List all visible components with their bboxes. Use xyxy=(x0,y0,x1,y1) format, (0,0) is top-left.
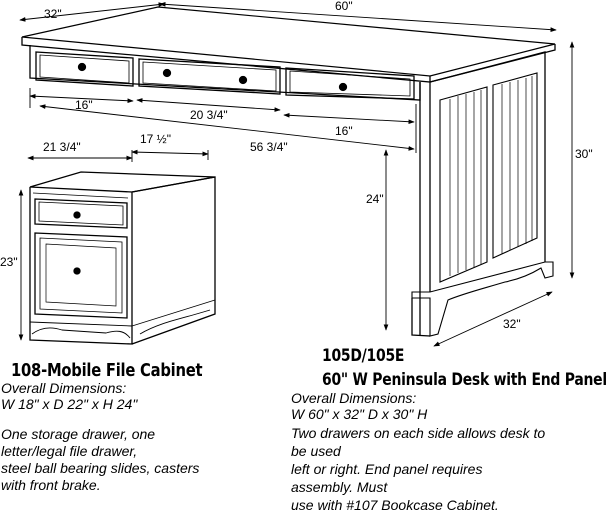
drawer-front-center xyxy=(138,58,281,95)
desk-drawing xyxy=(21,6,556,337)
file-cabinet-desc-line: steel ball bearing slides, casters xyxy=(1,460,200,476)
desk-desc-line: assembly. Must xyxy=(291,479,388,495)
drawer-front-right xyxy=(285,67,415,100)
dim-cabinet-width: 17 ½" xyxy=(140,132,171,146)
desk-desc-line: left or right. End panel requires xyxy=(291,461,483,477)
desk-title: 60" W Peninsula Desk with End Panel xyxy=(322,370,607,390)
dim-inner-width: 56 3/4" xyxy=(250,140,288,154)
desk-overall-value: W 60" x 32" D x 30" H xyxy=(291,406,428,422)
furniture-line-drawing xyxy=(18,2,575,347)
cabinet-dimension-lines xyxy=(18,149,209,341)
dim-cabinet-height: 23" xyxy=(0,255,18,269)
file-cabinet-desc-line: One storage drawer, one xyxy=(1,426,156,442)
dim-knee-height: 24" xyxy=(366,192,384,206)
file-cabinet-title: 108-Mobile File Cabinet xyxy=(11,360,203,381)
dim-desk-width: 60" xyxy=(335,0,353,13)
dim-drawer-center: 20 3/4" xyxy=(190,108,228,122)
desk-desc-line: use with #107 Bookcase Cabinet. xyxy=(291,497,499,513)
dim-desk-depth: 32" xyxy=(44,7,62,21)
cabinet-drawer-file xyxy=(34,232,128,319)
dim-end-panel-depth: 32" xyxy=(503,317,521,331)
file-cabinet-overall-value: W 18" x D 22" x H 24" xyxy=(1,396,138,412)
desk-dimension-lines xyxy=(19,2,575,347)
desk-desc-line: be used xyxy=(291,443,341,459)
dim-drawer-right: 16" xyxy=(335,124,353,138)
dim-desk-height: 30" xyxy=(575,147,593,161)
file-cabinet-overall-label: Overall Dimensions: xyxy=(1,380,127,396)
desk-overall-label: Overall Dimensions: xyxy=(291,390,417,406)
cabinet-drawer-top xyxy=(34,198,128,229)
desk-desc-line: Two drawers on each side allows desk to xyxy=(291,425,546,441)
desk-model-number: 105D/105E xyxy=(322,346,405,366)
drawer-front-left xyxy=(35,51,134,87)
dim-drawer-left: 16" xyxy=(75,98,93,112)
file-cabinet-desc-line: letter/legal file drawer, xyxy=(1,443,138,459)
file-cabinet-desc-line: with front brake. xyxy=(1,477,101,493)
file-cabinet-drawing xyxy=(29,171,216,345)
dim-cabinet-depth: 21 3/4" xyxy=(43,140,81,154)
